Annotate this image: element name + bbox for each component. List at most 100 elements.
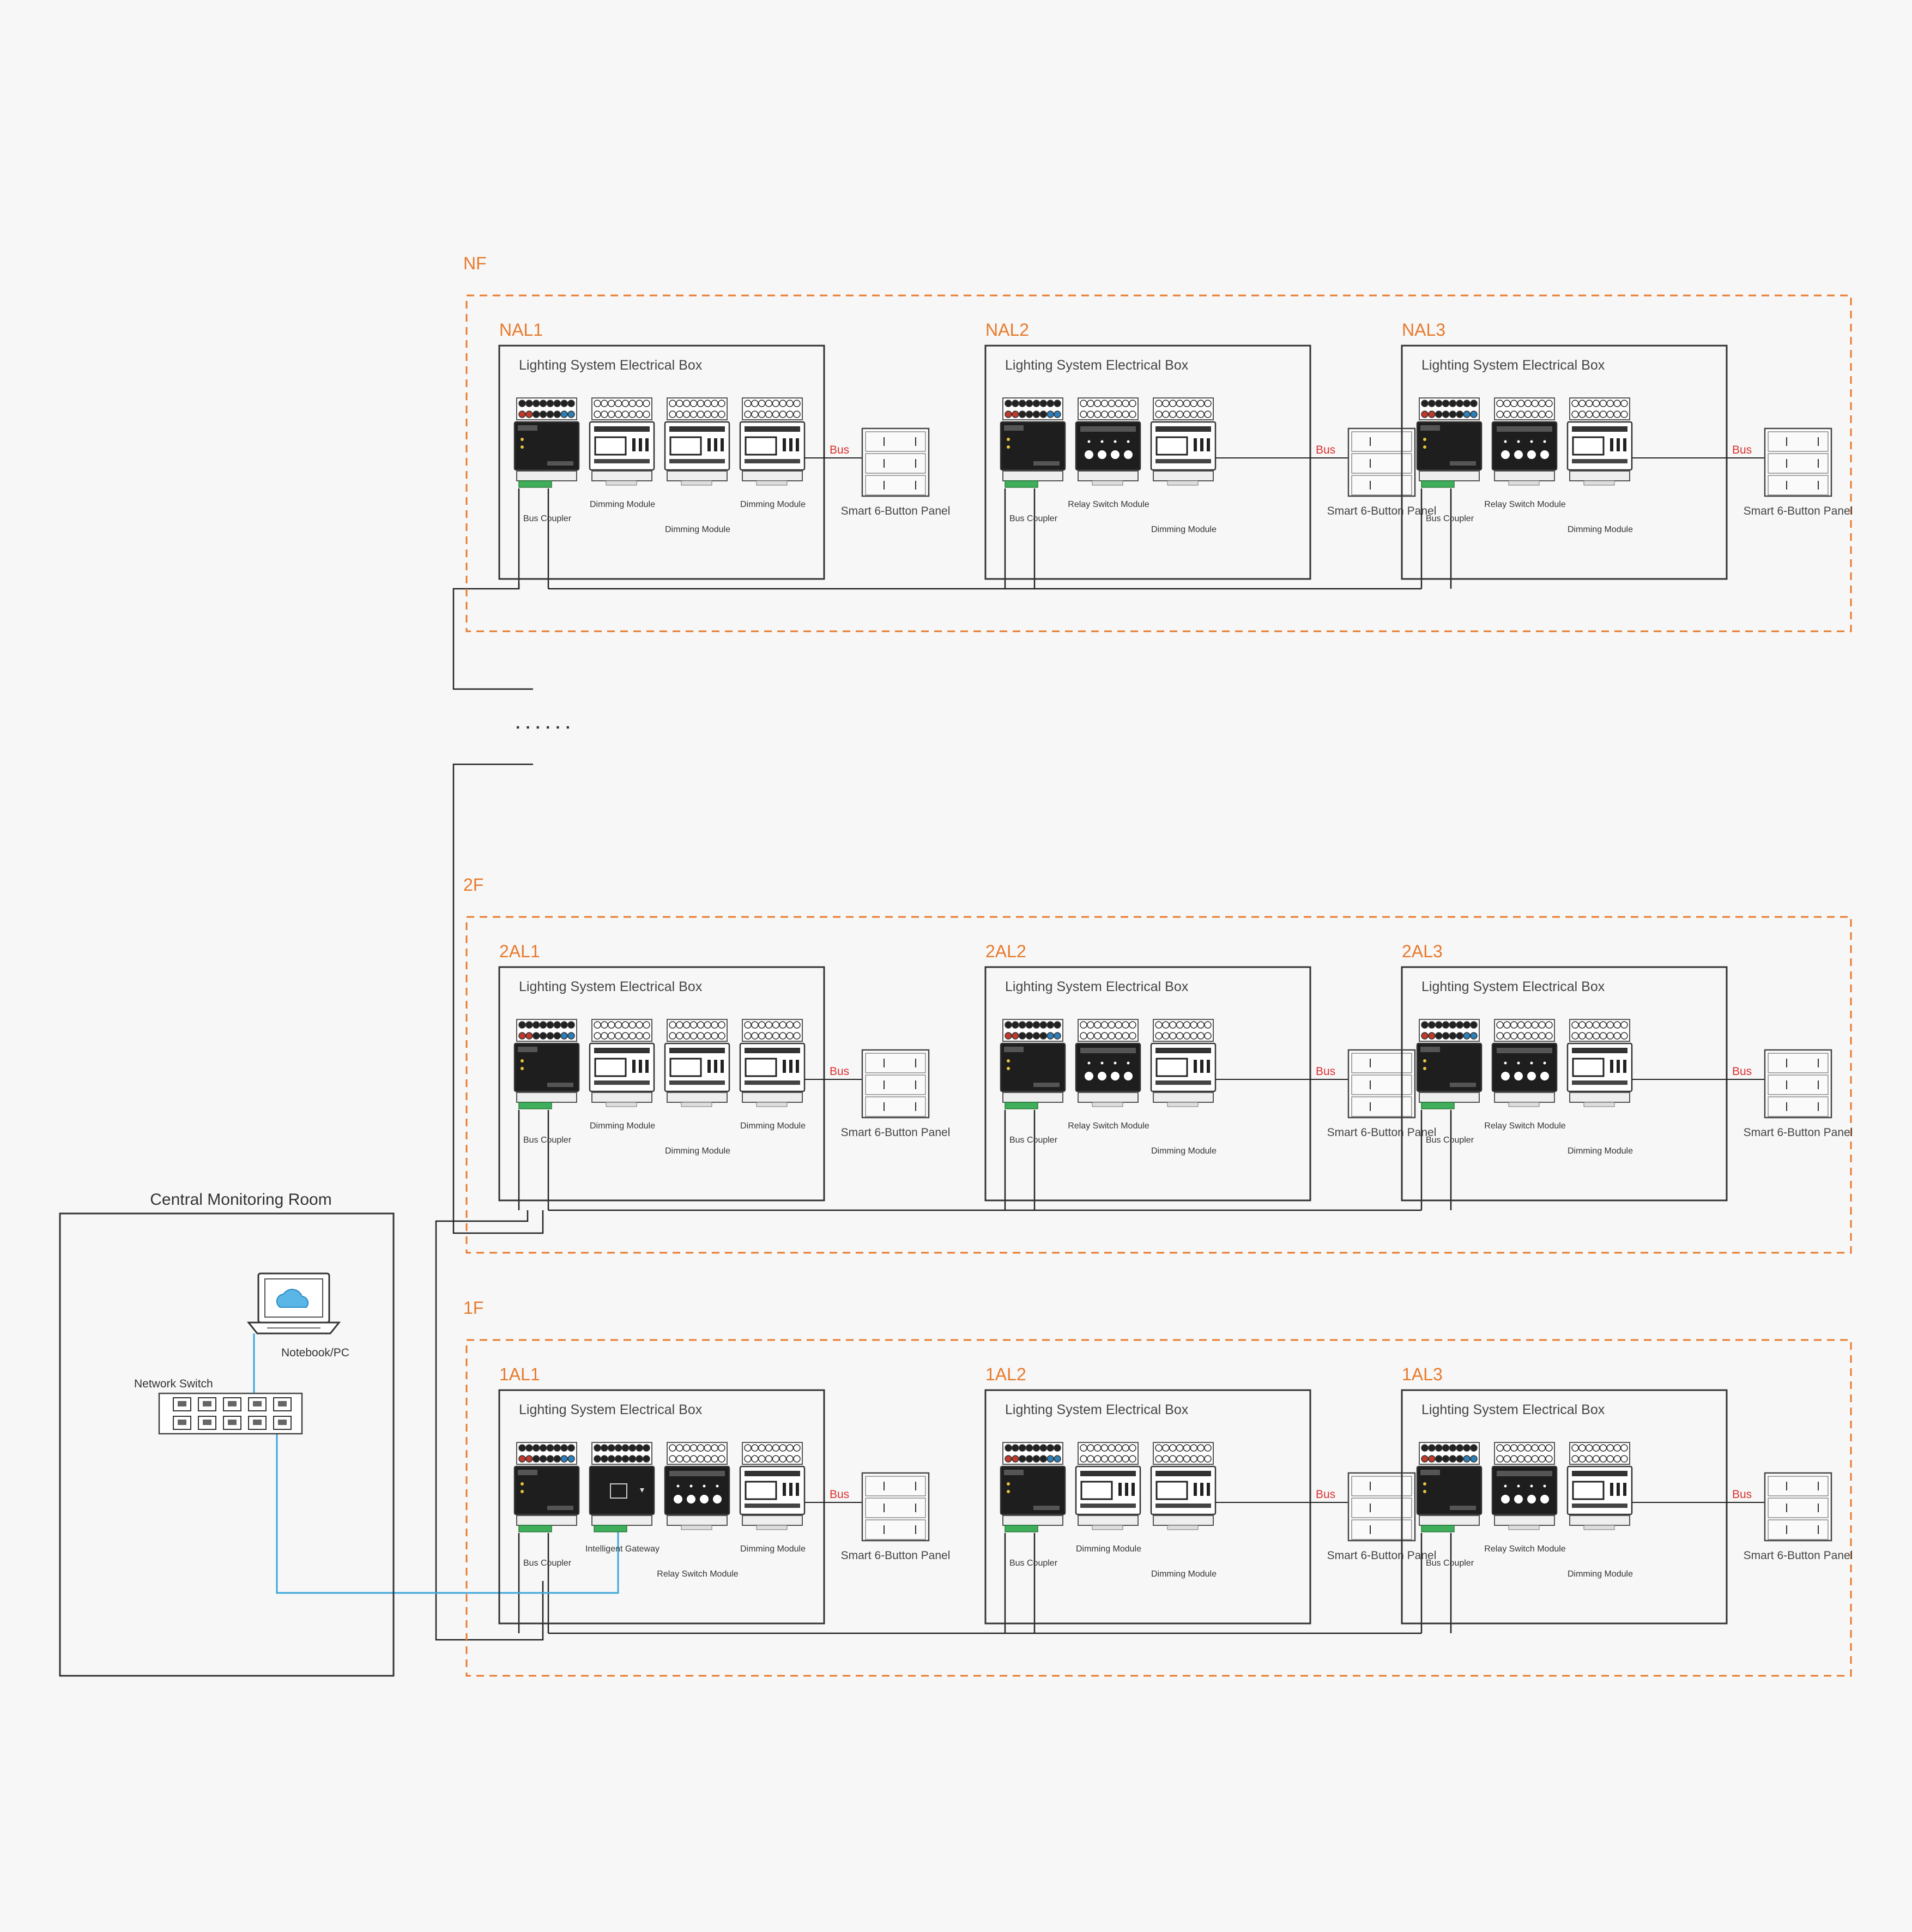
dimming-module-icon (1150, 1442, 1217, 1530)
module-label: Dimming Module (740, 1544, 806, 1554)
dimming-module-icon (1566, 1019, 1633, 1107)
box-label: 2AL3 (1402, 941, 1443, 961)
laptop-icon[interactable] (246, 1272, 341, 1335)
box-label: 2AL2 (985, 941, 1026, 961)
bus-coupler-module-icon (1416, 397, 1483, 488)
box-frame (1401, 966, 1728, 1202)
module-label: Dimming Module (740, 500, 806, 509)
bus-coupler-module-icon (1416, 1019, 1483, 1109)
dimming-module-icon (1075, 1442, 1141, 1530)
central-monitoring-room: Central Monitoring Room Notebook/PC Netw… (59, 1191, 395, 1677)
module-label: Bus Coupler (523, 514, 572, 523)
box-label: NAL3 (1402, 320, 1445, 340)
riser-1f (435, 1210, 544, 1641)
module-label: Dimming Module (1076, 1544, 1141, 1554)
box-label: 1AL3 (1402, 1365, 1443, 1384)
module-label: Bus Coupler (523, 1136, 572, 1145)
box-title: Lighting System Electrical Box (1421, 1402, 1605, 1417)
panel-label: Smart 6-Button Panel (1744, 505, 1853, 517)
box-frame (984, 966, 1311, 1202)
smart-panel-icon (1764, 1049, 1832, 1119)
riser-nf (452, 583, 533, 690)
box-title: Lighting System Electrical Box (519, 358, 703, 373)
bus-coupler-module-icon (1000, 397, 1066, 488)
bus-label: Bus (1316, 444, 1335, 456)
module-label: Dimming Module (1568, 525, 1633, 534)
box-frame (984, 345, 1311, 580)
module-label: Dimming Module (740, 1121, 806, 1131)
module-label: Bus Coupler (1009, 1136, 1058, 1145)
smart-panel-icon (861, 1049, 930, 1119)
panel-label: Smart 6-Button Panel (1327, 1126, 1437, 1139)
smart-panel-icon (1347, 1049, 1416, 1119)
bus-label: Bus (1316, 1488, 1335, 1501)
module-label: Bus Coupler (523, 1559, 572, 1568)
dimming-module-icon (739, 1442, 806, 1530)
box-title: Lighting System Electrical Box (1421, 358, 1605, 373)
smart-panel-icon (1764, 1472, 1832, 1542)
panel-label: Smart 6-Button Panel (841, 1549, 951, 1562)
dimming-module-icon (1566, 397, 1633, 486)
module-label: Dimming Module (665, 525, 730, 534)
panel-label: Smart 6-Button Panel (841, 505, 951, 517)
module-label: Relay Switch Module (1484, 1544, 1566, 1554)
dimming-module-icon (589, 397, 655, 486)
bus-coupler-module-icon (513, 1442, 580, 1532)
module-label: Dimming Module (1151, 1569, 1217, 1579)
more-floors-ellipsis: · · · · · · (516, 719, 571, 736)
module-label: Dimming Module (1568, 1146, 1633, 1156)
box-title: Lighting System Electrical Box (1421, 979, 1605, 994)
box-frame (498, 966, 825, 1202)
dimming-module-icon (664, 397, 730, 486)
module-label: Bus Coupler (1426, 514, 1474, 523)
module-label: Relay Switch Module (657, 1569, 739, 1579)
box-frame (984, 1389, 1311, 1625)
switch-label: Network Switch (134, 1378, 213, 1390)
relay-module-icon (664, 1442, 730, 1530)
module-label: Bus Coupler (1009, 1559, 1058, 1568)
dimming-module-icon (1150, 1019, 1217, 1107)
box-frame (1401, 1389, 1728, 1625)
module-label: Bus Coupler (1009, 514, 1058, 523)
module-label: Dimming Module (1568, 1569, 1633, 1579)
smart-panel-icon (1347, 1472, 1416, 1542)
box-label: NAL2 (985, 320, 1029, 340)
module-label: Dimming Module (590, 1121, 655, 1131)
room-frame (59, 1212, 395, 1677)
panel-label: Smart 6-Button Panel (1327, 505, 1437, 517)
dimming-module-icon (1566, 1442, 1633, 1530)
relay-module-icon (1491, 1442, 1558, 1530)
panel-label: Smart 6-Button Panel (1744, 1549, 1853, 1562)
module-label: Dimming Module (1151, 525, 1217, 534)
network-switch-icon[interactable] (158, 1392, 303, 1435)
dimming-module-icon (589, 1019, 655, 1107)
smart-panel-icon (1764, 427, 1832, 497)
module-label: Bus Coupler (1426, 1559, 1474, 1568)
bus-coupler-module-icon (1416, 1442, 1483, 1532)
module-label: Intelligent Gateway (585, 1544, 659, 1554)
floor-label: NF (463, 253, 487, 273)
relay-module-icon (1491, 397, 1558, 486)
floor-zone (465, 294, 1852, 632)
floor-label: 1F (463, 1298, 483, 1318)
dimming-module-icon (1150, 397, 1217, 486)
module-label: Dimming Module (590, 500, 655, 509)
bus-label: Bus (1732, 1488, 1752, 1501)
box-label: 1AL1 (499, 1365, 540, 1384)
module-label: Relay Switch Module (1484, 1121, 1566, 1131)
floor-zone (465, 916, 1852, 1254)
dimming-module-icon (739, 1019, 806, 1107)
relay-module-icon (1075, 1019, 1141, 1107)
dimming-module-icon (739, 397, 806, 486)
